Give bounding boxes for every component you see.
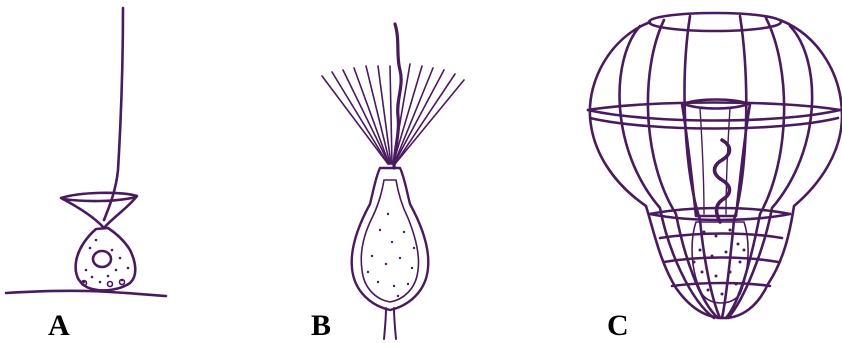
panel-b-drawing bbox=[322, 24, 464, 339]
panel-a-nucleus bbox=[93, 251, 111, 267]
panel-a-flagellum bbox=[104, 8, 123, 220]
panel-b-stalk bbox=[384, 308, 396, 339]
panel-label-c: C bbox=[607, 311, 629, 341]
panel-a-stipple bbox=[83, 239, 130, 284]
panel-b-stipple bbox=[367, 213, 415, 297]
panel-label-b: B bbox=[311, 311, 331, 341]
panel-b-flagellum bbox=[394, 24, 401, 168]
panel-label-a: A bbox=[48, 311, 70, 341]
panel-a-drawing bbox=[6, 8, 166, 296]
panel-a-substrate bbox=[6, 291, 166, 296]
panel-b-tentacles bbox=[322, 64, 464, 164]
panel-c-lower-rings bbox=[650, 208, 790, 214]
panel-c-stipple bbox=[693, 229, 746, 296]
panel-c-drawing bbox=[588, 13, 842, 318]
panel-c-top-rim bbox=[649, 13, 781, 31]
